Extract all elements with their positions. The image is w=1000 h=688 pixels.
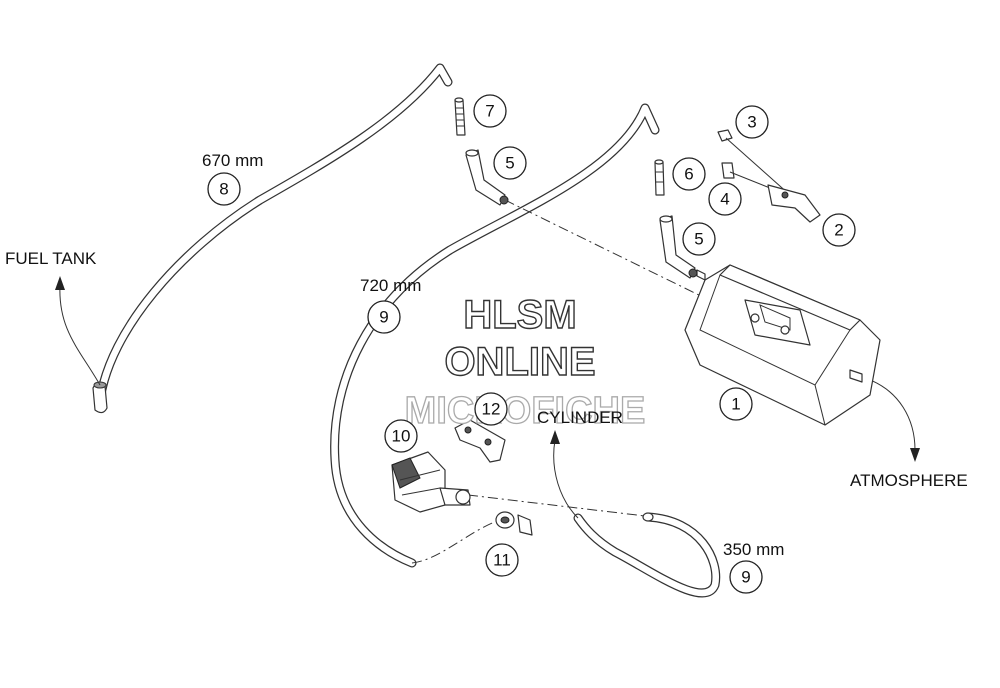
callout-4: 4	[708, 182, 742, 216]
callout-5-upper-text: 5	[505, 154, 514, 173]
callout-4-text: 4	[720, 190, 729, 209]
grommet-11	[495, 511, 533, 536]
fitting-7	[454, 97, 466, 136]
callout-12-text: 12	[482, 400, 501, 419]
callout-8-text: 8	[219, 180, 228, 199]
watermark-line-3: MICROFICHE	[405, 390, 646, 432]
callout-3: 3	[735, 105, 769, 139]
length-hose-9-short: 350 mm	[723, 540, 784, 559]
watermark-line-2: ONLINE	[444, 340, 595, 384]
leader-lines	[411, 199, 706, 564]
label-cylinder: CYLINDER	[537, 408, 623, 427]
callout-5-lower-text: 5	[694, 230, 703, 249]
callout-7-text: 7	[485, 102, 494, 121]
bracket-2	[767, 184, 821, 223]
callout-5-upper: 5	[493, 146, 527, 180]
callout-8: 8	[207, 172, 241, 206]
fitting-6	[654, 159, 665, 196]
callout-9-short-text: 9	[741, 568, 750, 587]
charcoal-canister	[684, 264, 881, 426]
callout-6-text: 6	[684, 165, 693, 184]
callout-9-long: 9	[367, 300, 401, 334]
callout-10-text: 10	[392, 427, 411, 446]
arrows	[55, 276, 920, 519]
length-hose-8: 670 mm	[202, 151, 263, 170]
hose-9-short	[573, 512, 721, 598]
watermark: HLSM ONLINE MICROFICHE	[404, 292, 646, 432]
callout-5-lower: 5	[682, 222, 716, 256]
callout-12: 12	[474, 392, 508, 426]
callout-11-text: 11	[493, 551, 511, 570]
callout-10: 10	[384, 419, 418, 453]
watermark-line-1: HLSM	[463, 293, 576, 337]
callout-1: 1	[719, 387, 753, 421]
label-atmosphere: ATMOSPHERE	[850, 471, 968, 490]
callout-7: 7	[473, 94, 507, 128]
bracket-12	[454, 419, 506, 463]
callout-2: 2	[822, 213, 856, 247]
bolt-3	[717, 129, 791, 196]
callout-9-long-text: 9	[379, 308, 388, 327]
hose-8	[92, 63, 453, 414]
callout-9-short: 9	[729, 560, 763, 594]
length-hose-9-long: 720 mm	[360, 276, 421, 295]
callout-3-text: 3	[747, 113, 756, 132]
callout-11: 11	[485, 543, 519, 577]
elbow-5-lower	[659, 215, 698, 279]
callout-1-text: 1	[731, 395, 740, 414]
callout-2-text: 2	[834, 221, 843, 240]
callout-6: 6	[672, 157, 706, 191]
label-fuel-tank: FUEL TANK	[5, 249, 97, 268]
elbow-5-upper	[465, 149, 509, 206]
purge-valve-10	[391, 451, 471, 513]
